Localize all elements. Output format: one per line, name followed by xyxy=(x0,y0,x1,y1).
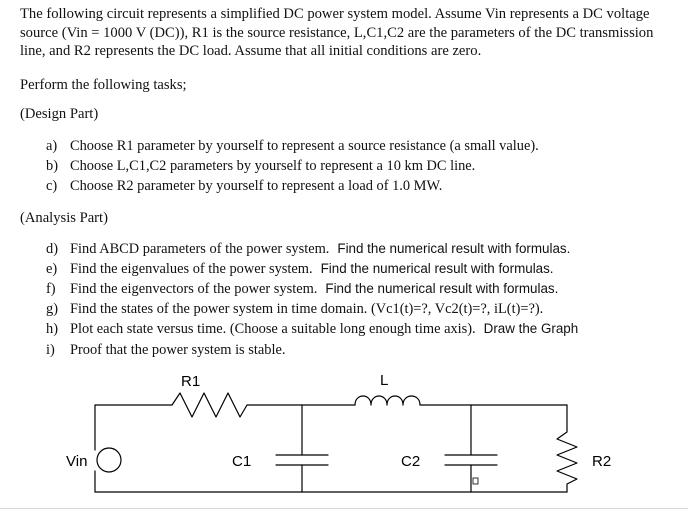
vin-source-icon xyxy=(96,447,122,473)
analysis-item-h: h) Plot each state versus time. (Choose a… xyxy=(46,321,578,338)
item-text: Choose L,C1,C2 parameters by yourself to… xyxy=(70,158,476,174)
item-marker: d) xyxy=(46,241,58,257)
item-hint: Find the numerical result with formulas. xyxy=(320,261,554,276)
c2-label: C2 xyxy=(401,453,420,470)
design-heading: (Design Part) xyxy=(20,106,99,122)
design-item-c: c) Choose R2 parameter by yourself to rep… xyxy=(46,178,442,195)
design-item-a: a) Choose R1 parameter by yourself to rep… xyxy=(46,138,539,155)
r1-label: R1 xyxy=(181,373,200,390)
bottom-divider xyxy=(0,508,688,509)
analysis-item-g: g) Find the states of the power system in… xyxy=(46,301,543,318)
problem-statement: The following circuit represents a simpl… xyxy=(20,5,682,61)
intro-line-3: line, and R2 represents the DC load. Ass… xyxy=(20,43,482,59)
item-marker: g) xyxy=(46,301,58,317)
vin-label: Vin xyxy=(66,453,87,470)
item-marker: b) xyxy=(46,158,58,174)
item-text: Plot each state versus time. (Choose a s… xyxy=(70,321,476,337)
r2-resistor xyxy=(556,404,578,493)
analysis-heading: (Analysis Part) xyxy=(20,210,108,226)
item-text: Choose R1 parameter by yourself to repre… xyxy=(70,138,539,154)
c1-label: C1 xyxy=(232,453,251,470)
item-text: Find the states of the power system in t… xyxy=(70,301,544,317)
intro-line-2: source (Vin = 1000 V (DC)), R1 is the so… xyxy=(20,24,654,41)
analysis-item-e: e) Find the eigenvalues of the power syst… xyxy=(46,261,554,278)
item-text: Find ABCD parameters of the power system… xyxy=(70,241,330,257)
r1-resistor xyxy=(161,392,257,418)
item-marker: f) xyxy=(46,281,56,297)
circuit-diagram: R1 L Vin C1 C2 R2 xyxy=(66,372,611,493)
stray-mark xyxy=(472,477,479,485)
item-marker: a) xyxy=(46,138,58,154)
item-hint: Draw the Graph xyxy=(483,321,579,336)
analysis-item-d: d) Find ABCD parameters of the power syst… xyxy=(46,241,570,258)
r2-label: R2 xyxy=(592,453,611,470)
analysis-item-f: f) Find the eigenvectors of the power sys… xyxy=(46,281,558,298)
item-hint: Find the numerical result with formulas. xyxy=(325,281,559,296)
l-inductor xyxy=(354,395,421,406)
l-label: L xyxy=(380,372,388,389)
intro-line-1: The following circuit represents a simpl… xyxy=(20,6,650,22)
item-text: Choose R2 parameter by yourself to repre… xyxy=(70,178,443,194)
item-marker: c) xyxy=(46,178,58,194)
item-text: Find the eigenvalues of the power system… xyxy=(70,261,313,277)
design-item-b: b) Choose L,C1,C2 parameters by yourself … xyxy=(46,158,475,175)
item-text: Proof that the power system is stable. xyxy=(70,342,286,358)
item-hint: Find the numerical result with formulas. xyxy=(337,241,571,256)
item-marker: h) xyxy=(46,321,58,337)
tasks-heading: Perform the following tasks; xyxy=(20,77,187,93)
analysis-item-i: i) Proof that the power system is stable. xyxy=(46,342,285,359)
item-marker: i) xyxy=(46,342,55,358)
item-marker: e) xyxy=(46,261,58,277)
item-text: Find the eigenvectors of the power syste… xyxy=(70,281,318,297)
